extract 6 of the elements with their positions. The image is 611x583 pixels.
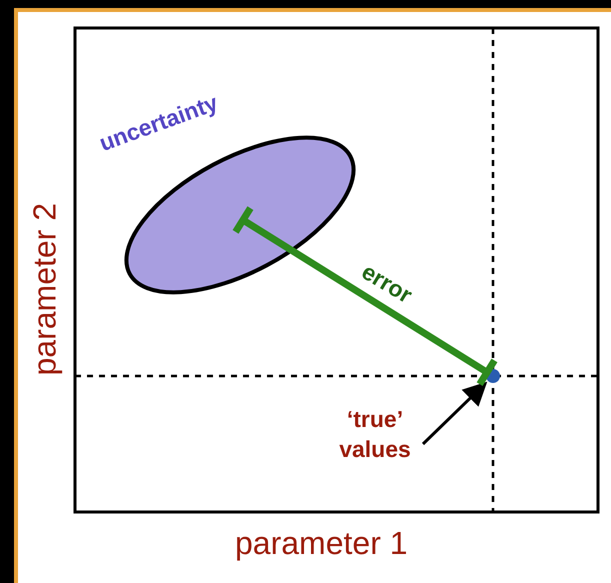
axis-title: parameter 1 bbox=[235, 525, 408, 562]
arrow bbox=[422, 382, 488, 446]
edge-label: error bbox=[356, 258, 417, 309]
error-bar bbox=[232, 204, 498, 388]
annotation-text: ‘true’ values bbox=[338, 405, 412, 464]
axis-title: parameter 2 bbox=[26, 206, 64, 376]
